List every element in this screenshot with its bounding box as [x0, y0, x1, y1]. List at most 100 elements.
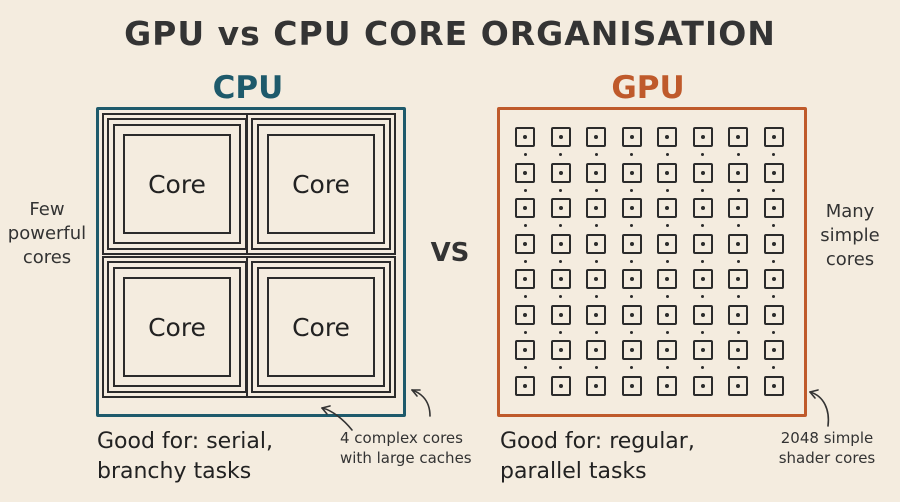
cpu-annotation: 4 complex cores with large caches — [340, 428, 490, 468]
cpu-side-note-line-3: cores — [22, 247, 72, 268]
gpu-core-connector-dot — [701, 295, 704, 299]
cpu-side-note-line-1: Few — [29, 199, 65, 220]
gpu-shader-core — [728, 162, 748, 183]
gpu-shader-core — [657, 304, 677, 325]
gpu-shader-core — [621, 304, 642, 325]
gpu-core-connector-dot — [772, 295, 775, 299]
gpu-core-connector-dot — [630, 259, 633, 263]
gpu-core-connector-dot — [594, 224, 598, 228]
gpu-shader-core — [763, 162, 784, 183]
gpu-core-connector-dot — [559, 153, 562, 157]
gpu-shader-core — [692, 127, 713, 147]
gpu-good-for-line-2: parallel tasks — [500, 459, 647, 484]
cpu-good-for-line-1: Good for: serial, — [97, 429, 273, 454]
gpu-shader-core — [621, 127, 642, 147]
gpu-core-connector-dot — [665, 224, 669, 228]
gpu-annotation-line-2: shader cores — [778, 449, 876, 467]
gpu-shader-core — [728, 233, 748, 254]
gpu-shader-core — [621, 233, 642, 254]
gpu-shader-core — [586, 233, 606, 254]
gpu-shader-core — [515, 304, 535, 325]
gpu-heading: GPU — [611, 70, 685, 106]
gpu-core-connector-dot — [736, 366, 740, 370]
gpu-shader-core — [550, 375, 571, 396]
gpu-shader-core — [728, 304, 748, 325]
cpu-core-label: Core — [267, 134, 375, 234]
gpu-core-connector-dot — [559, 295, 562, 299]
gpu-shader-core — [763, 269, 784, 289]
gpu-shader-core — [692, 375, 713, 396]
gpu-shader-core — [763, 127, 784, 147]
gpu-shader-core — [657, 198, 677, 218]
gpu-shader-core — [621, 269, 642, 289]
cpu-core-label: Core — [267, 277, 375, 377]
cpu-core: Core — [113, 124, 241, 244]
gpu-core-connector-dot — [665, 153, 669, 157]
gpu-core-connector-dot — [736, 224, 740, 228]
gpu-shader-core — [515, 233, 535, 254]
gpu-core-connector-dot — [701, 224, 704, 228]
gpu-shader-core — [657, 340, 677, 360]
gpu-shader-core — [728, 269, 748, 289]
gpu-shader-core — [692, 269, 713, 289]
gpu-core-connector-dot — [523, 295, 527, 299]
gpu-core-connector-dot — [559, 330, 562, 334]
gpu-core-connector-dot — [736, 295, 740, 299]
gpu-core-connector-dot — [772, 224, 775, 228]
gpu-shader-core — [692, 304, 713, 325]
gpu-shader-core — [550, 162, 571, 183]
cpu-good-for: Good for: serial, branchy tasks — [97, 427, 337, 487]
gpu-shader-core — [550, 340, 571, 360]
gpu-core-connector-dot — [594, 366, 598, 370]
gpu-annotation: 2048 simple shader cores — [762, 428, 892, 468]
gpu-shader-core — [515, 269, 535, 289]
gpu-shader-core — [657, 233, 677, 254]
gpu-side-note-line-3: cores — [825, 249, 875, 270]
gpu-shader-core — [621, 340, 642, 360]
cpu-core: Core — [113, 267, 241, 387]
gpu-shader-core — [692, 162, 713, 183]
gpu-core-connector-dot — [523, 366, 527, 370]
gpu-core-connector-dot — [630, 295, 633, 299]
gpu-side-note-line-2: simple — [820, 225, 880, 246]
gpu-shader-core — [763, 233, 784, 254]
cpu-annotation-line-2: with large caches — [340, 449, 472, 467]
gpu-annotation-line-1: 2048 simple — [780, 429, 874, 447]
gpu-core-connector-dot — [665, 188, 669, 192]
gpu-shader-core — [586, 340, 606, 360]
gpu-core-connector-dot — [665, 330, 669, 334]
gpu-core-connector-dot — [772, 188, 775, 192]
gpu-shader-core — [657, 375, 677, 396]
cpu-side-note-line-2: powerful — [7, 223, 87, 244]
gpu-core-connector-dot — [630, 330, 633, 334]
gpu-core-connector-dot — [701, 153, 704, 157]
gpu-shader-core — [550, 233, 571, 254]
gpu-core-connector-dot — [630, 188, 633, 192]
gpu-core-connector-dot — [523, 259, 527, 263]
cpu-annotation-line-1: 4 complex cores — [340, 429, 463, 447]
gpu-shader-core — [550, 269, 571, 289]
gpu-core-connector-dot — [772, 259, 775, 263]
gpu-shader-core — [586, 127, 606, 147]
gpu-core-connector-dot — [665, 259, 669, 263]
gpu-core-connector-dot — [523, 224, 527, 228]
cpu-core-label: Core — [123, 277, 231, 377]
gpu-core-connector-dot — [701, 366, 704, 370]
gpu-core-connector-dot — [701, 330, 704, 334]
cpu-die: Core Core Core Core — [96, 107, 406, 417]
gpu-shader-core — [515, 162, 535, 183]
gpu-shader-core — [763, 340, 784, 360]
gpu-core-connector-dot — [630, 366, 633, 370]
gpu-core-connector-dot — [594, 188, 598, 192]
gpu-shader-core — [657, 162, 677, 183]
gpu-core-connector-dot — [736, 259, 740, 263]
gpu-shader-core — [515, 198, 535, 218]
gpu-shader-core — [621, 198, 642, 218]
gpu-core-connector-dot — [665, 295, 669, 299]
gpu-shader-core — [515, 127, 535, 147]
gpu-core-connector-dot — [772, 330, 775, 334]
cpu-side-note: Few powerful cores — [4, 198, 90, 270]
gpu-good-for-line-1: Good for: regular, — [500, 429, 695, 454]
gpu-shader-core — [515, 340, 535, 360]
gpu-core-connector-dot — [523, 153, 527, 157]
